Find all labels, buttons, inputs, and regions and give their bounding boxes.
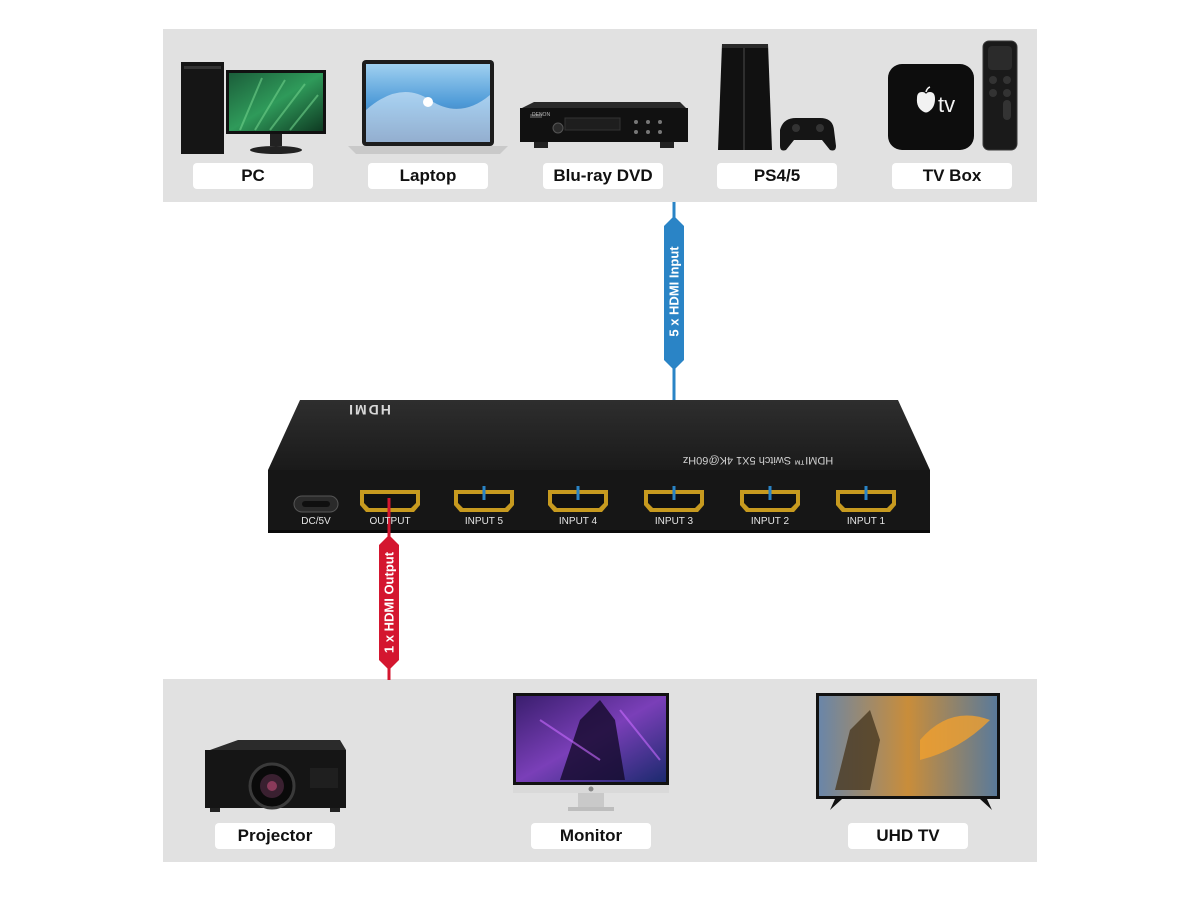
switch-model-text: HDMI™ Switch 5X1 4K@60Hz [682, 454, 834, 466]
input-connection-label: 5 x HDMI Input [666, 246, 682, 337]
port-label-input-1: INPUT 1 [846, 516, 886, 527]
projector-icon [205, 740, 346, 812]
port-label-output: OUTPUT [369, 516, 411, 527]
input-connection-drops [482, 486, 868, 500]
hdmi-input-3-port [644, 490, 704, 512]
source-label-bluray: Blu-ray DVD [543, 163, 663, 189]
hdmi-input-5-port [454, 490, 514, 512]
monitor-icon [513, 693, 669, 811]
hdmi-logo: HDMI [347, 402, 391, 418]
uhd-tv-icon [816, 693, 1000, 810]
laptop-icon [348, 60, 508, 154]
output-connection-label: 1 x HDMI Output [381, 551, 397, 654]
port-label-dc: DC/5V [301, 516, 331, 527]
hdmi-input-2-port [740, 490, 800, 512]
source-label-laptop: Laptop [368, 163, 488, 189]
port-label-input-4: INPUT 4 [558, 516, 598, 527]
source-label-pc: PC [193, 163, 313, 189]
output-connection-line [379, 498, 399, 680]
display-label-monitor: Monitor [531, 823, 651, 849]
tv-box-brand-text: tv [938, 92, 955, 117]
port-label-input-3: INPUT 3 [654, 516, 694, 527]
dc-power-port-inner [302, 501, 330, 507]
display-label-projector: Projector [215, 823, 335, 849]
bluray-player-icon [520, 102, 688, 148]
source-label-tvbox: TV Box [892, 163, 1012, 189]
hdmi-input-1-port [836, 490, 896, 512]
source-label-ps: PS4/5 [717, 163, 837, 189]
game-console-icon [718, 44, 836, 151]
port-label-input-2: INPUT 2 [750, 516, 790, 527]
port-label-input-5: INPUT 5 [464, 516, 504, 527]
tv-box-icon [888, 40, 1018, 151]
bluray-brand: DENON [532, 112, 550, 118]
hdmi-switch [268, 400, 930, 533]
pc-icon [181, 62, 326, 154]
display-label-uhdtv: UHD TV [848, 823, 968, 849]
hdmi-input-4-port [548, 490, 608, 512]
